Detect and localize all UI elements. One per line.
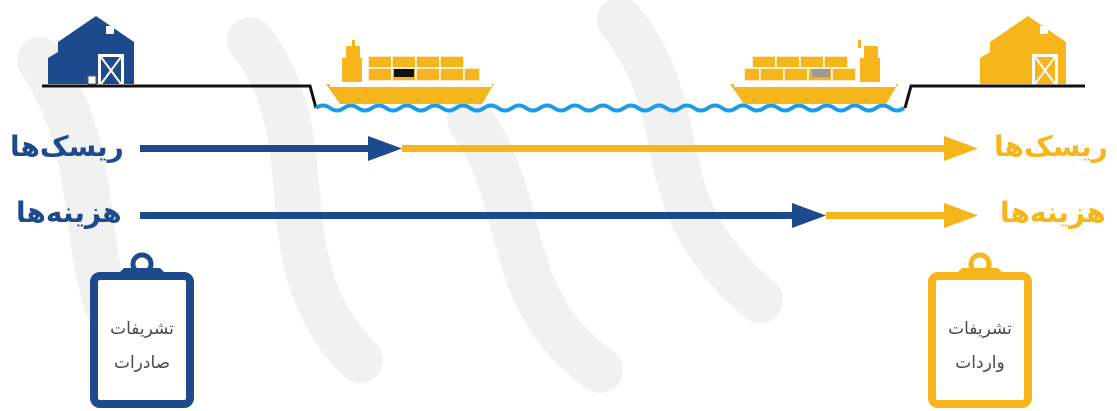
shore-right <box>905 86 1085 108</box>
importer-risks-label: ریسک‌ها <box>994 133 1108 161</box>
cost-arrow-importer <box>826 203 978 228</box>
exporter-risks-label: ریسک‌ها <box>10 133 124 161</box>
cost-arrow-exporter <box>140 203 826 228</box>
water-waves <box>316 106 904 111</box>
container-ship-icon <box>730 40 898 104</box>
importer-costs-label: هزینه‌ها <box>1000 199 1106 227</box>
import-clearance-line2: واردات <box>936 346 1024 380</box>
warehouse-icon <box>48 16 134 84</box>
container-ship-icon <box>326 40 494 104</box>
import-clearance-line1: تشریفات <box>936 312 1024 346</box>
export-clearance-line2: صادرات <box>98 346 186 380</box>
exporter-costs-label: هزینه‌ها <box>16 199 122 227</box>
warehouse-icon <box>980 16 1066 84</box>
export-clearance-line1: تشریفات <box>98 312 186 346</box>
